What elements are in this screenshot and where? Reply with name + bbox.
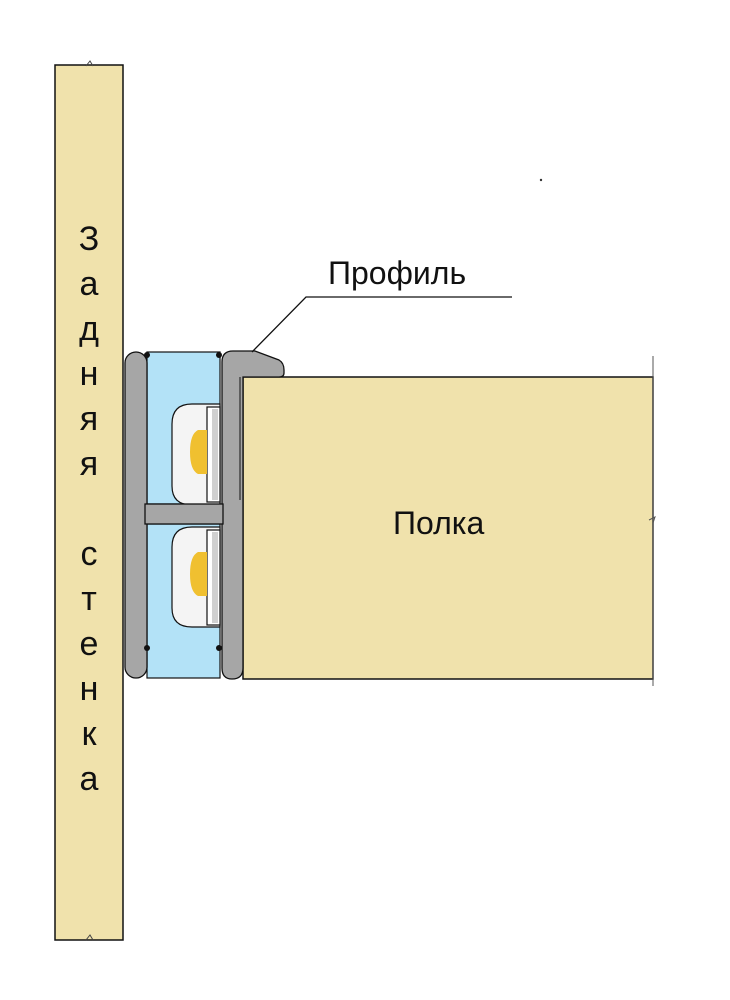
back-wall-letter: а bbox=[80, 760, 99, 798]
back-wall bbox=[54, 60, 124, 941]
back-wall-letter: а bbox=[80, 265, 99, 303]
back-wall-letter: З bbox=[79, 220, 100, 258]
back-wall-board bbox=[54, 64, 124, 941]
shelf-label: Полка bbox=[393, 505, 484, 541]
back-wall-letter: н bbox=[80, 670, 99, 708]
back-wall-letter: с bbox=[81, 535, 98, 573]
back-wall-letter: я bbox=[80, 400, 98, 438]
shelf-board bbox=[242, 376, 654, 680]
aluminium-profile bbox=[124, 350, 285, 680]
back-wall-letter: д bbox=[79, 310, 99, 348]
profile-web bbox=[144, 503, 224, 525]
back-wall-letter: я bbox=[80, 445, 98, 483]
led-chip-upper bbox=[190, 430, 207, 474]
back-wall-letter: е bbox=[80, 625, 99, 663]
led-upper bbox=[171, 403, 221, 506]
shelf bbox=[242, 356, 656, 686]
back-wall-letter: к bbox=[82, 715, 98, 753]
back-wall-letter: н bbox=[80, 355, 99, 393]
profile-back-leg bbox=[124, 351, 148, 679]
led-chip-lower bbox=[190, 552, 207, 596]
led-lower bbox=[171, 526, 221, 628]
profile-front-leg bbox=[221, 350, 285, 680]
back-wall-letter: т bbox=[81, 580, 97, 618]
profile-leader-line bbox=[251, 296, 512, 353]
profile-label: Профиль bbox=[328, 255, 466, 291]
